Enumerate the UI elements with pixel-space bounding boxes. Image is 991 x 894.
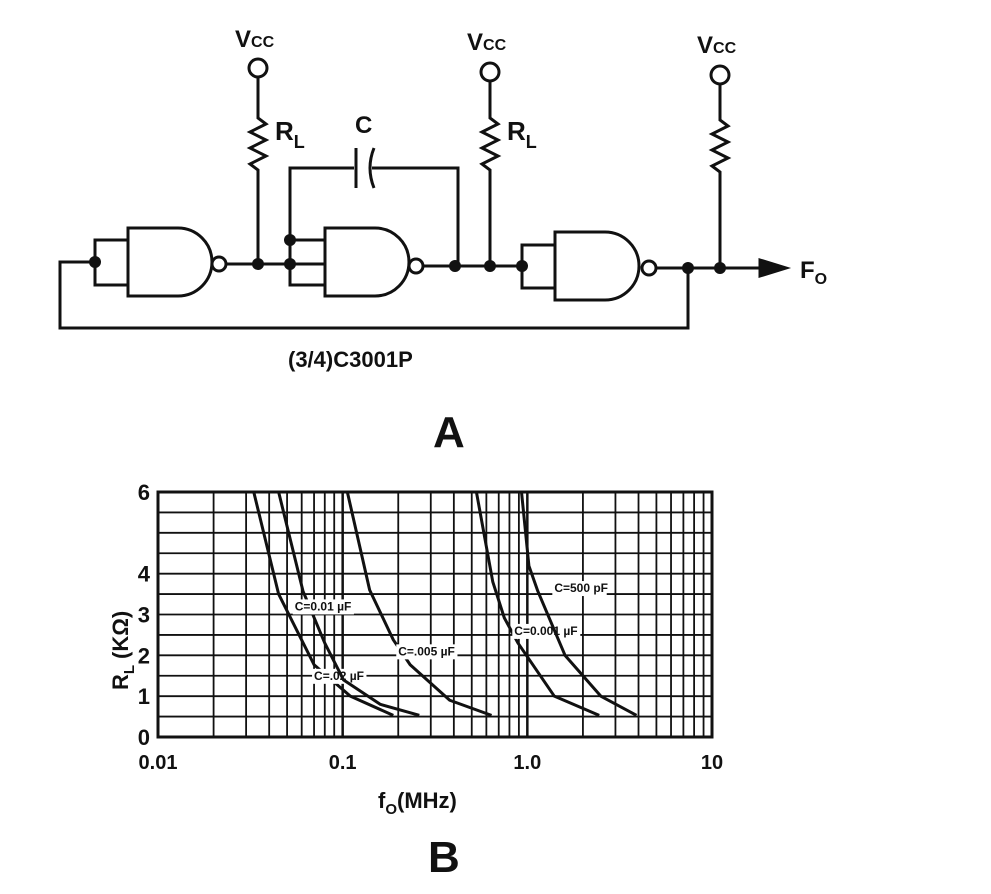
- x-tick-label: 10: [701, 752, 723, 774]
- figure-label-a: A: [433, 408, 465, 457]
- oscillator-circuit: [58, 57, 792, 330]
- plot-frame: [156, 490, 714, 739]
- part-label: (3/4)C3001P: [288, 347, 413, 372]
- output-arrow: [758, 257, 792, 279]
- vcc-terminal-3: [709, 64, 731, 86]
- feedback-wire: [58, 260, 690, 330]
- series-label-3: C=0.001 µF: [514, 624, 577, 638]
- figure-label-b: B: [428, 833, 460, 882]
- y-tick-label: 6: [138, 480, 150, 505]
- x-tick-label: 0.1: [329, 752, 357, 774]
- chart-curves: C=.02 µF C=0.01 µF C=.005 µF C=0.001 µF C=50…: [252, 491, 638, 717]
- x-tick-label: 0.01: [139, 752, 178, 774]
- curve-series-2: [345, 491, 493, 717]
- nand-gate-3: [553, 230, 641, 302]
- output-label: FO: [800, 257, 827, 288]
- vcc-label-3: VCC: [697, 32, 737, 59]
- series-label-2: C=.005 µF: [398, 644, 455, 658]
- series-label-bg: [292, 599, 354, 615]
- x-tick-label: 1.0: [513, 752, 541, 774]
- curve-series-4: [520, 491, 638, 717]
- y-axis-label: RL(KΩ): [108, 611, 138, 690]
- junction-dots: [89, 234, 726, 274]
- capacitor-label: C: [355, 112, 372, 139]
- series-label-bg: [312, 668, 367, 684]
- capacitor-plates: [354, 147, 376, 189]
- chart-grid: [156, 490, 714, 739]
- nand-gate-2: [323, 226, 411, 298]
- y-tick-label: 1: [138, 684, 150, 709]
- resistor-rl-1: [246, 78, 270, 264]
- series-label-bg: [512, 623, 581, 639]
- curve-series-3: [474, 491, 600, 717]
- vcc-label-1: VCC: [235, 26, 275, 53]
- nand-gate-1: [126, 226, 214, 298]
- rl-vs-frequency-chart: C=.02 µF C=0.01 µF C=.005 µF C=0.001 µF C=50…: [108, 480, 723, 818]
- y-tick-label: 3: [138, 603, 150, 628]
- rl-label-2: RL: [507, 116, 537, 152]
- series-label-4: C=500 pF: [554, 581, 608, 595]
- y-tick-label: 2: [138, 643, 150, 668]
- resistor-3: [708, 85, 732, 268]
- vcc-terminal-1: [247, 57, 269, 79]
- chart-ticks: 0.01 0.1 1.0 10 0 1 2 3 4 6: [138, 480, 723, 774]
- series-label-0: C=.02 µF: [314, 669, 364, 683]
- curve-series-1: [277, 491, 420, 717]
- curve-series-0: [252, 491, 394, 717]
- series-label-1: C=0.01 µF: [295, 599, 352, 613]
- capacitor-wire: [288, 166, 460, 266]
- gate2-inversion-bubble: [407, 257, 425, 275]
- vcc-terminal-2: [479, 61, 501, 83]
- vcc-label-2: VCC: [467, 29, 507, 56]
- x-axis-label: fO(MHz): [378, 788, 457, 818]
- resistor-rl-2: [478, 82, 502, 266]
- gate1-inversion-bubble: [210, 255, 228, 273]
- gate3-inversion-bubble: [640, 259, 658, 277]
- series-label-bg: [396, 644, 458, 660]
- series-label-bg: [552, 581, 607, 597]
- rl-label-1: RL: [275, 116, 305, 152]
- y-tick-label: 4: [138, 562, 151, 587]
- y-tick-label: 0: [138, 725, 150, 750]
